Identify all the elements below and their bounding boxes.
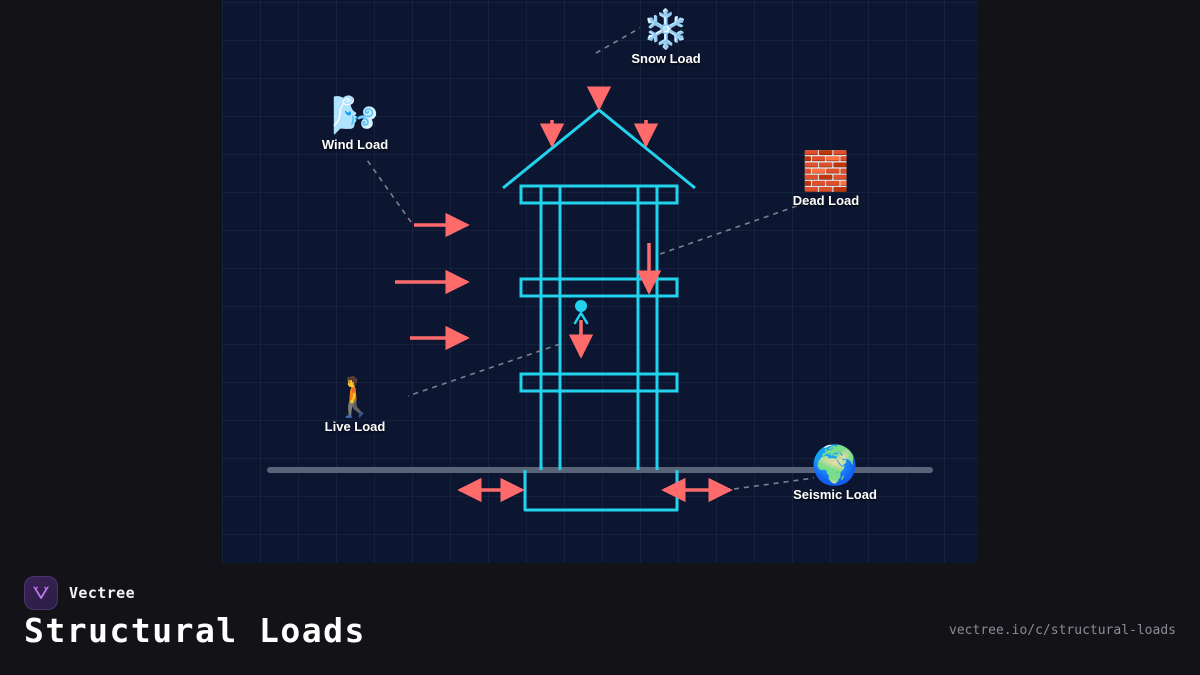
- figure-legs: [573, 311, 589, 325]
- floor-slab-upper: [519, 277, 679, 298]
- label-connectors: [366, 27, 815, 490]
- roof-gable: [502, 108, 696, 190]
- structural-diagram-svg: [267, 27, 933, 512]
- connector-seismic: [733, 477, 815, 490]
- figure-head: [575, 300, 587, 312]
- source-url: vectree.io/c/structural-loads: [949, 623, 1176, 638]
- connector-snow: [595, 27, 641, 54]
- floor-slab-lower: [519, 372, 679, 393]
- snow-load-arrows: [539, 86, 659, 148]
- logo-glyph: [33, 586, 49, 599]
- connector-wind: [366, 159, 412, 223]
- wind-load-arrows: [395, 212, 470, 351]
- connector-dead: [659, 199, 815, 255]
- brand-name: Vectree: [69, 584, 136, 602]
- page-title: Structural Loads: [24, 611, 366, 650]
- live-load-figure: [573, 300, 589, 325]
- connector-live: [407, 343, 561, 397]
- foundation-footing: [523, 470, 679, 512]
- footer-bar: Vectree Structural Loads vectree.io/c/st…: [0, 563, 1200, 675]
- building-structure: [502, 108, 696, 512]
- vectree-logo-icon: [24, 576, 58, 610]
- roof-slab: [519, 184, 679, 205]
- diagram-canvas: ❄️ Snow Load 🌬️ Wind Load 🧱 Dead Load 🚶 …: [222, 0, 978, 563]
- brand-row: Vectree: [24, 576, 135, 610]
